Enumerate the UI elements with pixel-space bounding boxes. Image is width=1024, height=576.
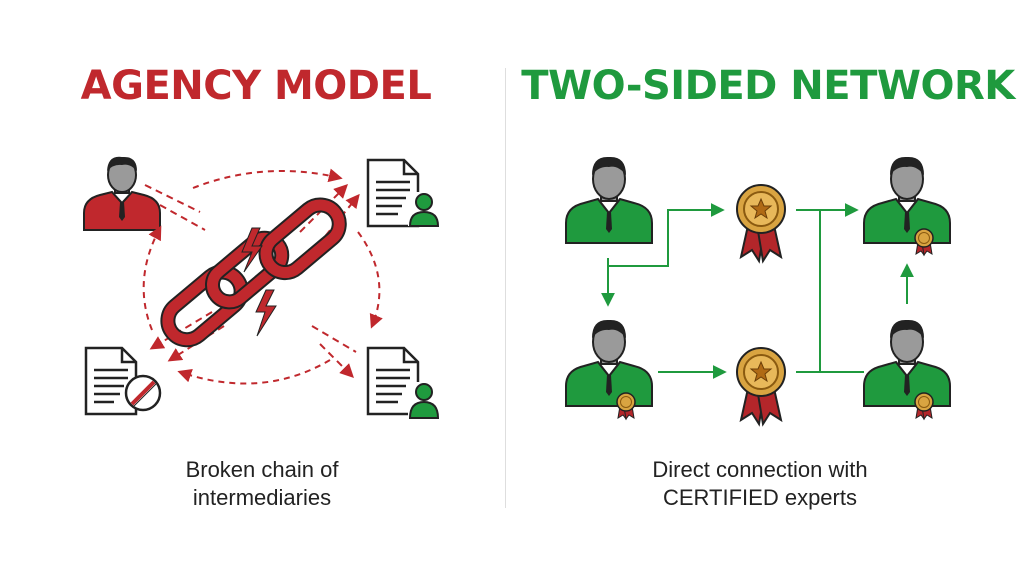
person-icon xyxy=(83,156,161,231)
panel-divider xyxy=(505,68,506,508)
two-sided-network-diagram xyxy=(565,155,951,425)
arrow-icon xyxy=(601,203,914,379)
person-icon xyxy=(565,318,653,407)
user-badge-icon xyxy=(408,192,440,227)
broken-chain-icon xyxy=(160,197,347,348)
document-icon xyxy=(84,346,138,416)
dashed-cycle-arrows xyxy=(142,168,383,385)
person-icon xyxy=(863,318,951,407)
user-badge-icon xyxy=(408,382,440,419)
award-medal-icon xyxy=(736,184,786,262)
person-icon xyxy=(863,155,951,244)
caption-line: Broken chain of xyxy=(185,457,339,482)
document-icon xyxy=(366,346,420,416)
no-entry-icon xyxy=(124,374,162,412)
certified-badge-icon xyxy=(914,392,934,420)
caption-line: Direct connection with xyxy=(652,457,868,482)
caption-line: CERTIFIED experts xyxy=(663,485,857,510)
document-icon xyxy=(366,158,420,228)
caption-line: intermediaries xyxy=(192,485,332,510)
person-icon xyxy=(565,155,653,244)
award-medal-icon xyxy=(736,347,786,425)
diagonal-arrows xyxy=(144,184,360,378)
certified-badge-icon xyxy=(914,228,934,256)
lightning-icon xyxy=(241,227,277,337)
two-sided-network-title: TWO-SIDED NETWORK xyxy=(521,63,1015,109)
person-icon xyxy=(616,392,636,420)
two-sided-network-caption: Direct connection with CERTIFIED experts xyxy=(590,456,930,512)
agency-model-title: AGENCY MODEL xyxy=(80,63,432,109)
agency-model-caption: Broken chain of intermediaries xyxy=(92,456,432,512)
agency-model-diagram xyxy=(83,156,440,419)
